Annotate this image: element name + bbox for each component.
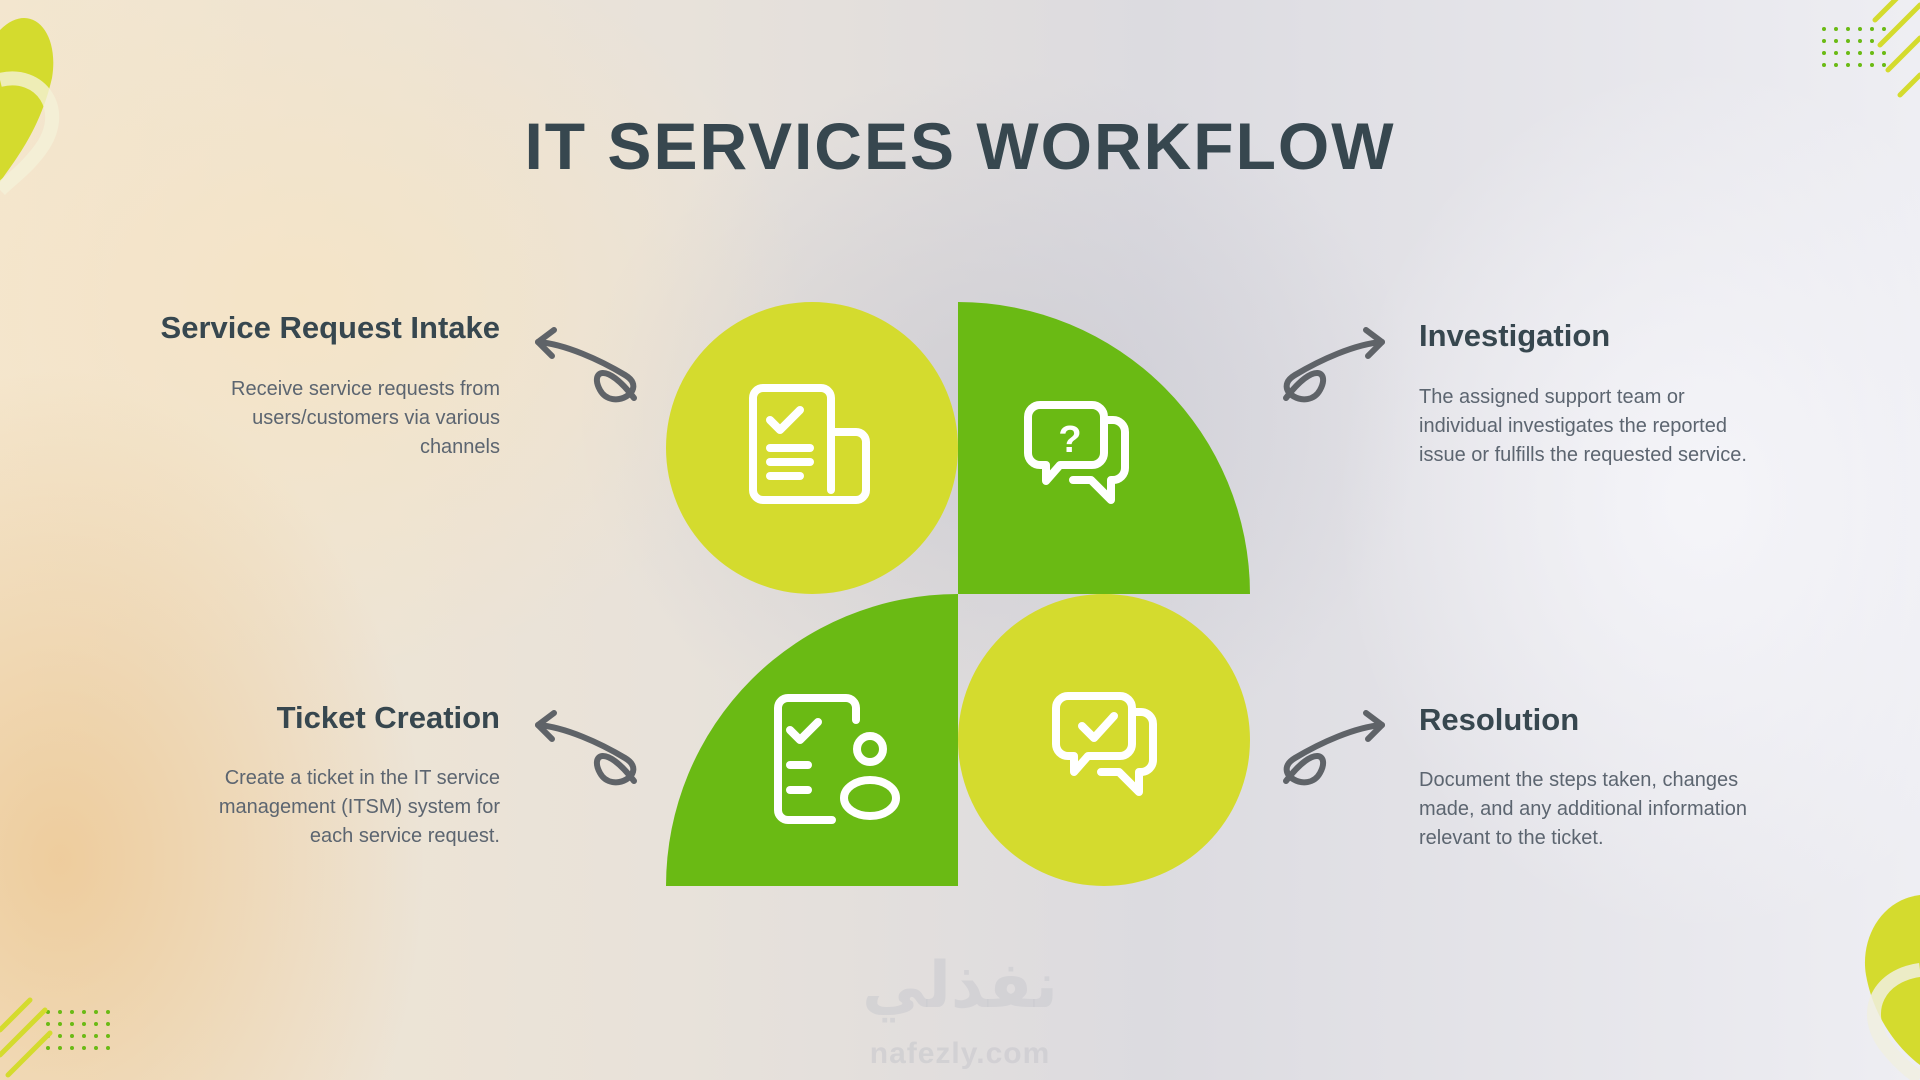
question-chat-icon: ?: [1024, 401, 1129, 504]
slash-accent-bottom-left: [0, 997, 53, 1078]
slash-accent-top-right: [1872, 0, 1920, 98]
corner-leaf-bottom-right: [1864, 895, 1920, 1080]
clipboard-user-icon: [774, 694, 900, 824]
step-title-ticket-creation: Ticket Creation: [276, 700, 500, 735]
step-title-resolution: Resolution: [1419, 702, 1580, 737]
watermark-logo: نفذلي: [862, 949, 1058, 1021]
curly-arrow-icon: [1283, 710, 1385, 786]
curly-arrow-icon: [535, 710, 637, 786]
curly-arrow-icon: [535, 327, 637, 403]
quadrant-ticket-creation: [666, 594, 958, 886]
watermark-url: nafezly.com: [869, 1037, 1051, 1070]
step-description-service-request-intake: Receive service requests from users/cust…: [231, 378, 500, 458]
step-title-service-request-intake: Service Request Intake: [160, 310, 500, 345]
curly-arrow-icon: [1283, 327, 1385, 403]
svg-text:?: ?: [1058, 419, 1081, 461]
dot-grid-top-right: [1822, 27, 1886, 67]
step-description-investigation: The assigned support team or individual …: [1419, 386, 1747, 466]
step-title-investigation: Investigation: [1419, 318, 1611, 353]
quadrant-resolution: [958, 594, 1250, 886]
corner-leaf-top-left: [0, 17, 60, 196]
dot-grid-bottom-left: [46, 1010, 110, 1050]
page-title: IT SERVICES WORKFLOW: [524, 109, 1396, 183]
step-description-ticket-creation: Create a ticket in the IT service manage…: [218, 767, 500, 847]
step-description-resolution: Document the steps taken, changes made, …: [1419, 769, 1747, 849]
check-chat-icon: [1052, 692, 1157, 796]
document-check-icon: [749, 384, 870, 504]
